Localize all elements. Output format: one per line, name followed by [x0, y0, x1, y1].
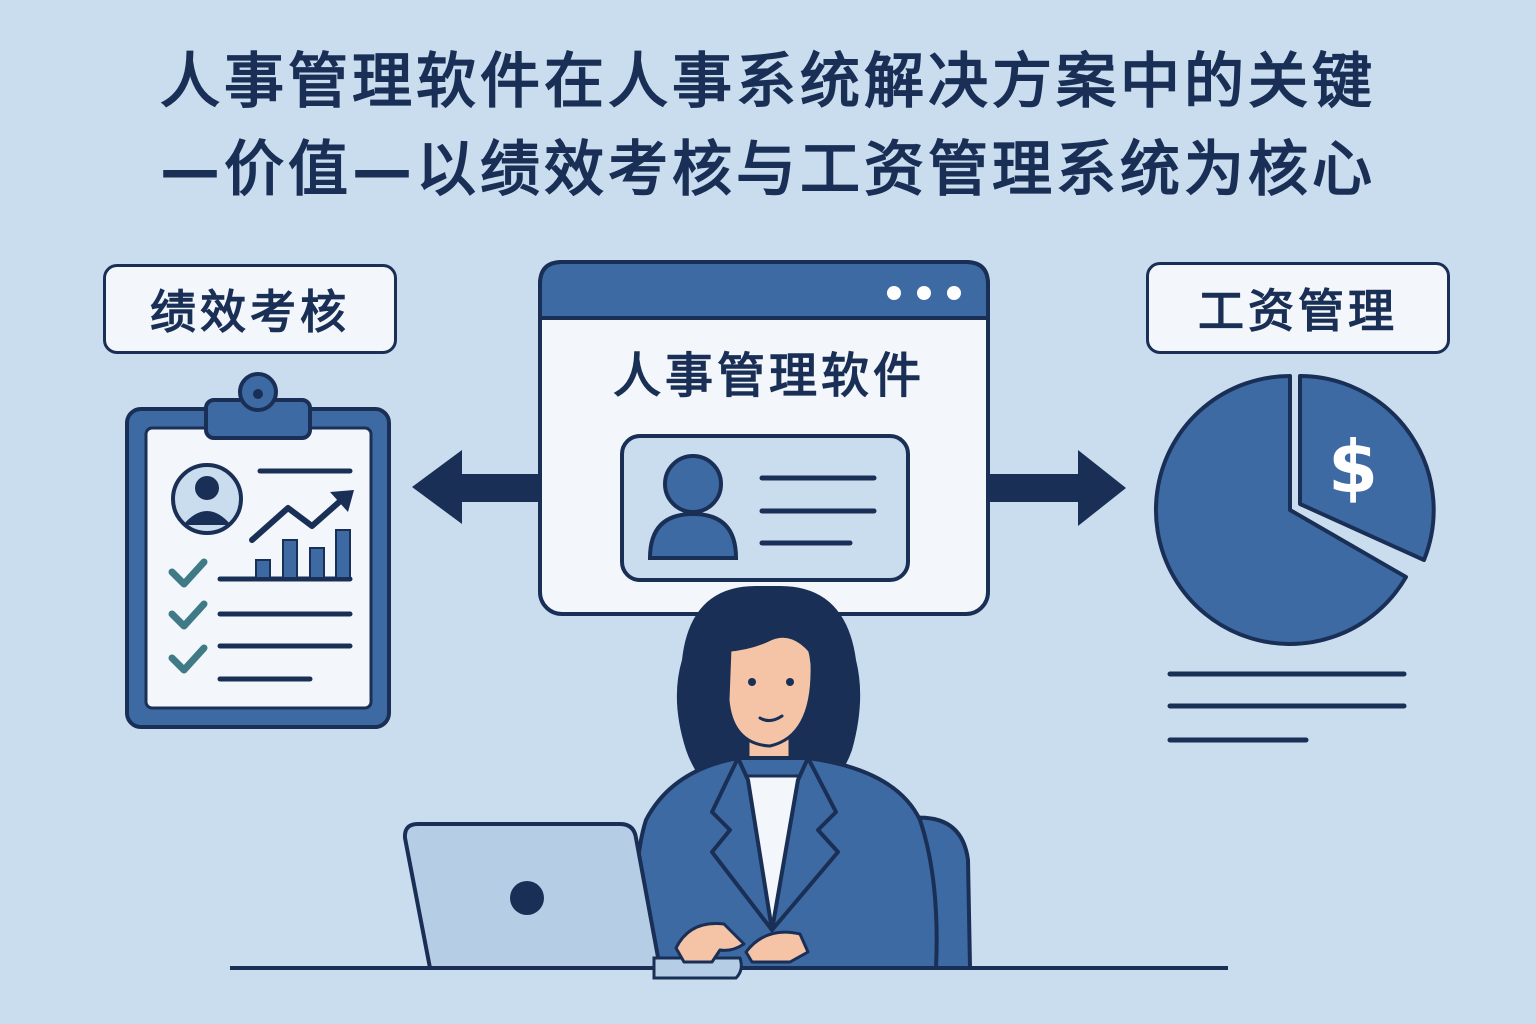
lapel-right: [770, 756, 840, 932]
employee-avatar-icon: [171, 463, 243, 535]
profile-card: [620, 434, 910, 582]
window-dot-1: [887, 286, 901, 300]
right-arrow-icon: [990, 450, 1126, 526]
dollar-sign: $: [1328, 425, 1378, 509]
left-arrow-icon: [412, 450, 542, 524]
window-dot-2: [917, 286, 931, 300]
performance-label: 绩效考核: [103, 264, 397, 354]
profile-head-icon: [663, 454, 723, 514]
lapel-left: [710, 756, 774, 932]
bangs: [726, 609, 818, 664]
page-title-line-2: —价值—以绩效考核与工资管理系统为核心: [160, 135, 1376, 205]
profile-body-icon: [647, 511, 739, 560]
window-dot-3: [947, 286, 961, 300]
payroll-lines: [1167, 671, 1407, 743]
growth-chart-icon: [249, 490, 354, 579]
laptop-logo: [510, 881, 544, 915]
person: [634, 586, 939, 970]
hands: [674, 922, 810, 964]
laptop-icon: [402, 822, 743, 980]
checkmark-icons: [168, 558, 208, 674]
page-title-line-1: 人事管理软件在人事系统解决方案中的关键: [160, 47, 1376, 117]
software-title: 人事管理软件: [612, 348, 925, 404]
payroll-label: 工资管理: [1146, 262, 1450, 354]
payroll-pie-icon: $: [1153, 374, 1436, 646]
